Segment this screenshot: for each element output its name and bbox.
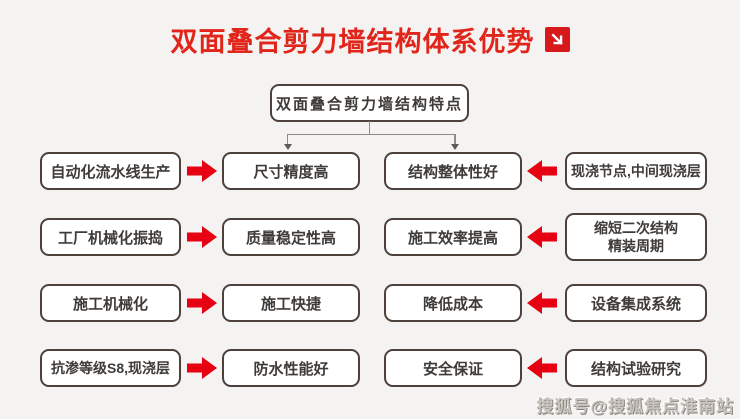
connector-stem <box>368 121 370 134</box>
arrowhead-down-icon <box>451 144 459 150</box>
feature-box: 防水性能好 <box>222 349 360 387</box>
source-box: 自动化流水线生产 <box>40 152 181 190</box>
red-arrow-left-icon <box>527 226 557 248</box>
connector-drop-left <box>286 133 288 146</box>
root-node: 双面叠合剪力墙结构特点 <box>270 84 469 122</box>
red-arrow-left-icon <box>527 357 557 379</box>
source-box: 抗渗等级S8,现浇层 <box>40 349 181 387</box>
feature-box: 施工快捷 <box>222 284 360 322</box>
red-arrow-left-icon <box>527 160 557 182</box>
watermark: 搜狐号@搜狐焦点淮南站 <box>536 397 734 416</box>
page-title: 双面叠合剪力墙结构体系优势 <box>170 26 535 57</box>
feature-box: 质量稳定性高 <box>222 218 360 256</box>
red-arrow-left-icon <box>527 292 557 314</box>
red-arrow-right-icon <box>187 292 217 314</box>
feature-box: 施工效率提高 <box>384 218 522 256</box>
source-box: 现浇节点,中间现浇层 <box>565 152 707 190</box>
connector-drop-right <box>454 133 456 146</box>
arrowhead-down-icon <box>283 144 292 150</box>
source-box: 设备集成系统 <box>565 284 707 322</box>
source-box: 结构试验研究 <box>565 349 707 387</box>
feature-box: 降低成本 <box>384 284 522 322</box>
red-arrow-right-icon <box>187 226 217 248</box>
connector-bar <box>286 133 456 135</box>
red-arrow-right-icon <box>187 357 217 379</box>
source-box: 工厂机械化振捣 <box>40 218 181 256</box>
arrow-down-right-icon <box>544 26 570 52</box>
feature-box: 安全保证 <box>384 349 522 387</box>
source-box: 缩短二次结构 精装周期 <box>565 213 707 261</box>
feature-box: 结构整体性好 <box>384 152 522 190</box>
source-box: 施工机械化 <box>40 284 181 322</box>
feature-box: 尺寸精度高 <box>222 152 360 190</box>
red-arrow-right-icon <box>187 160 217 182</box>
title-row: 双面叠合剪力墙结构体系优势 <box>0 18 740 60</box>
